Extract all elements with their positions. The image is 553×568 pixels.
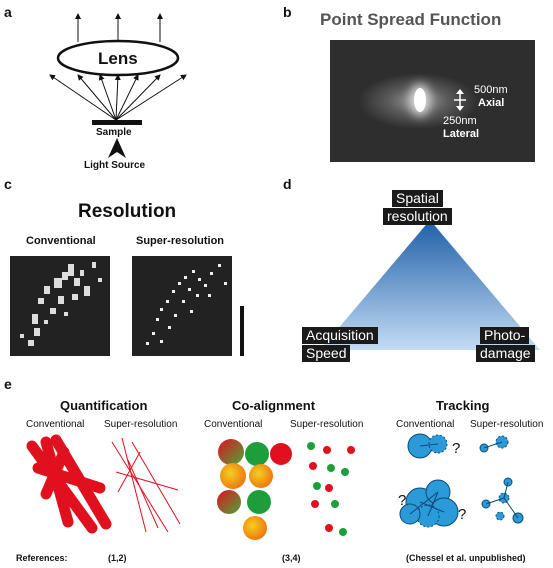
- coalignment-title: Co-alignment: [232, 398, 316, 413]
- track-conventional-label: Conventional: [396, 419, 455, 430]
- lens-ellipse: [56, 39, 180, 77]
- super-resolution-label-c: Super-resolution: [136, 235, 225, 247]
- psf-image: [330, 40, 535, 162]
- spatial-line1: Spatial: [396, 190, 439, 206]
- acquisition-speed-box-2: Speed: [302, 345, 351, 362]
- tradeoff-triangle: [320, 220, 540, 350]
- coalignment-drawing: [217, 439, 355, 540]
- tracking-drawing: [399, 433, 524, 528]
- acquisition-speed-box: Acquisition: [302, 327, 378, 344]
- axial-value: 500nm: [474, 84, 508, 96]
- super-resolution-image: [132, 256, 232, 356]
- lateral-label: Lateral: [443, 128, 480, 140]
- references-label: References:: [16, 553, 68, 563]
- acquisition-line2: Speed: [306, 345, 347, 361]
- conventional-blobs: [217, 439, 292, 540]
- spatial-resolution-box: Spatial: [392, 190, 443, 207]
- quant-conventional-label: Conventional: [26, 419, 85, 430]
- spatial-resolution-box-2: resolution: [383, 208, 452, 225]
- coalign-conventional-label: Conventional: [204, 419, 263, 430]
- panel-b-label: b: [283, 4, 292, 20]
- axial-label: Axial: [478, 97, 505, 109]
- panel-d-label: d: [283, 176, 292, 192]
- light-source-label: Light Source: [84, 160, 146, 171]
- track-super-resolution-label: Super-resolution: [470, 419, 544, 430]
- psf-title: Point Spread Function: [320, 10, 502, 29]
- photodamage-box-2: damage: [476, 345, 535, 362]
- spatial-line2: resolution: [387, 208, 448, 224]
- scale-bar: [240, 306, 244, 356]
- resolution-title: Resolution: [78, 201, 177, 222]
- axial-arrows-icon: [454, 89, 466, 111]
- coalign-super-resolution-label: Super-resolution: [290, 419, 364, 430]
- quantification-drawing: [26, 434, 181, 534]
- sample-bar: [92, 120, 142, 125]
- photodamage-line2: damage: [480, 345, 531, 361]
- panel-a-label: a: [4, 4, 12, 20]
- lateral-value: 250nm: [443, 115, 477, 127]
- quantification-title: Quantification: [60, 398, 148, 413]
- reference-2: (3,4): [282, 553, 301, 563]
- super-resolution-dots: [307, 442, 355, 536]
- question-mark-2: ?: [398, 492, 407, 509]
- photodamage-box: Photo-: [480, 327, 530, 344]
- conventional-resolution-image: [10, 256, 110, 356]
- photodamage-line1: Photo-: [484, 327, 526, 343]
- lens-optics-diagram: [49, 13, 187, 158]
- question-mark-3: ?: [458, 506, 467, 523]
- tracking-title: Tracking: [436, 398, 490, 413]
- reference-3: (Chessel et al. unpublished): [406, 553, 526, 563]
- panel-c-label: c: [4, 176, 12, 192]
- conventional-filaments: [26, 434, 112, 534]
- super-resolution-filaments: [111, 437, 181, 533]
- quant-super-resolution-label: Super-resolution: [104, 419, 178, 430]
- sample-label: Sample: [96, 127, 132, 138]
- reference-1: (1,2): [108, 553, 127, 563]
- psf-spot: [414, 88, 426, 112]
- question-mark-1: ?: [452, 440, 461, 457]
- super-resolution-tracks: [479, 435, 524, 524]
- conventional-label-c: Conventional: [26, 235, 96, 247]
- acquisition-line1: Acquisition: [306, 327, 374, 343]
- panel-e-label: e: [4, 376, 12, 392]
- lens-label: Lens: [98, 49, 138, 68]
- light-source-arrow: [108, 138, 126, 158]
